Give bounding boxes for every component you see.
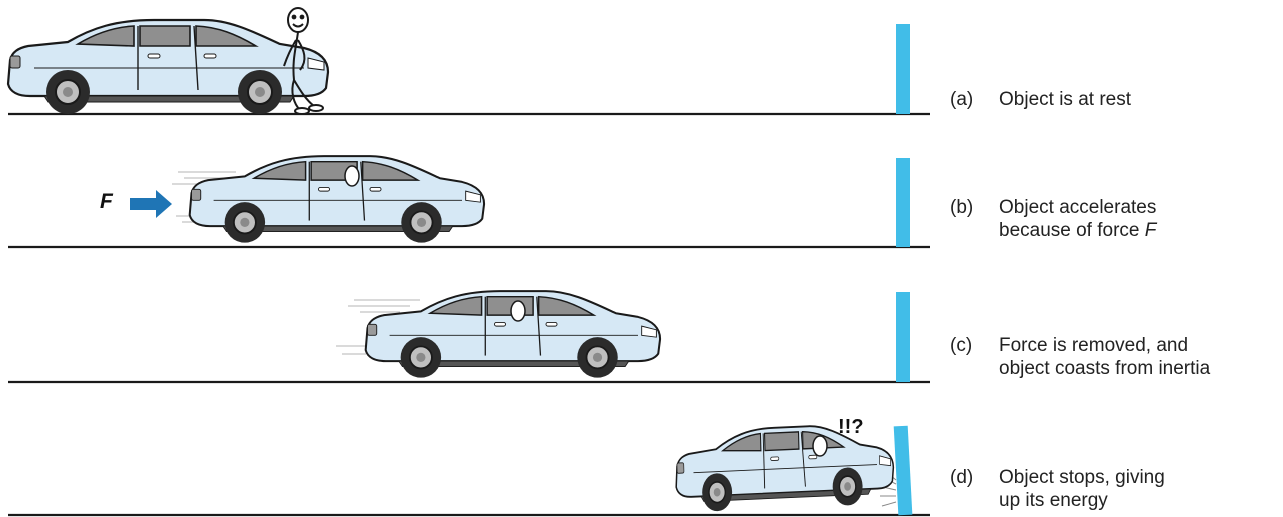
caption-label: (d) — [950, 466, 999, 489]
caption-label: (c) — [950, 334, 999, 357]
force-symbol: F — [1145, 220, 1157, 241]
caption-text: Object stops, giving — [999, 466, 1165, 489]
wall-icon — [894, 426, 913, 516]
wall-icon — [896, 24, 910, 114]
force-label: F — [100, 190, 113, 214]
caption-c: (c)Force is removed, and object coasts f… — [950, 334, 1210, 380]
panel-c — [8, 291, 930, 382]
caption-text: Force is removed, and — [999, 334, 1188, 357]
caption-text-line2: up its energy — [999, 490, 1108, 511]
driver-icon — [511, 301, 525, 321]
wall-icon — [896, 292, 910, 382]
driver-icon — [813, 436, 827, 456]
caption-label: (a) — [950, 88, 999, 111]
caption-label: (b) — [950, 196, 999, 219]
caption-text: Object is at rest — [999, 88, 1131, 111]
wall-icon — [896, 158, 910, 247]
car-at-rest — [8, 20, 328, 114]
force-arrow-icon — [130, 190, 172, 218]
panel-b — [8, 156, 930, 247]
caption-text-line2: object coasts from inertia — [999, 358, 1210, 379]
caption-a: (a)Object is at rest — [950, 88, 1131, 111]
panel-d — [8, 423, 930, 516]
caption-text: Object accelerates — [999, 196, 1156, 219]
panel-a — [8, 8, 930, 114]
surprise-text: !!? — [838, 416, 864, 439]
driver-icon — [345, 166, 359, 186]
caption-b: (b)Object accelerates because of force F — [950, 196, 1156, 242]
caption-d: (d)Object stops, giving up its energy — [950, 466, 1165, 512]
caption-text-line2: because of force — [999, 220, 1145, 241]
car-accelerating — [190, 156, 484, 242]
